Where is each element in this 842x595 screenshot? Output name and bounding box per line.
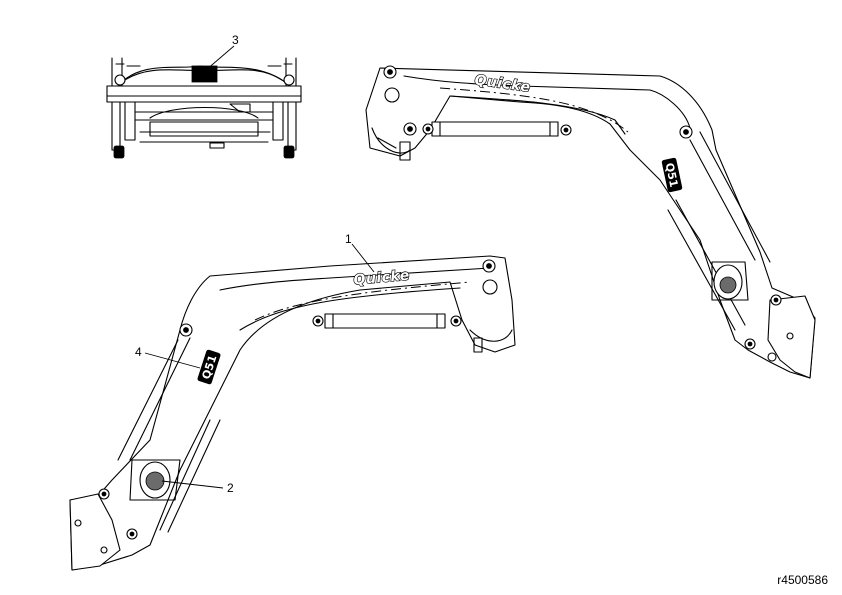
svg-text:Q51: Q51 bbox=[663, 162, 681, 189]
callout-1: 1 bbox=[345, 232, 375, 273]
right-arm-model-badge: Q51 bbox=[661, 157, 683, 193]
left-arm-brand-logo: Quicke bbox=[352, 267, 411, 289]
rear-view-frame bbox=[106, 57, 302, 159]
svg-text:1: 1 bbox=[345, 232, 352, 246]
svg-text:Quicke: Quicke bbox=[353, 268, 410, 289]
right-loader-arm: Q51 Quicke bbox=[365, 65, 816, 379]
figure-reference-code: r4500586 bbox=[777, 573, 828, 587]
svg-text:3: 3 bbox=[232, 33, 239, 47]
svg-text:4: 4 bbox=[135, 345, 142, 359]
callout-3: 3 bbox=[205, 33, 239, 71]
left-loader-arm: Q51 Quicke bbox=[69, 255, 516, 571]
left-arm-model-badge: Q51 bbox=[197, 349, 221, 385]
callout-2: 2 bbox=[161, 480, 234, 495]
rear-decal bbox=[191, 65, 218, 83]
indicator-decal bbox=[145, 471, 165, 491]
svg-text:2: 2 bbox=[227, 481, 234, 495]
callout-4: 4 bbox=[135, 345, 201, 369]
